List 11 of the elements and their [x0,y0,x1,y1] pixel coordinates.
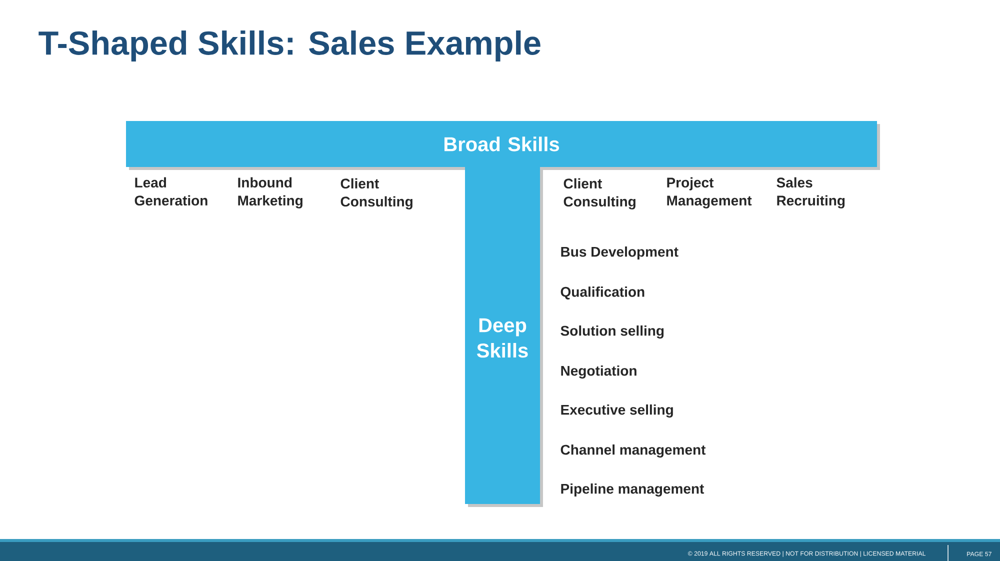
broad-skills-bar: Broad Skills [126,121,880,170]
skill-label: Executive selling [561,404,673,418]
skill-label: Channel management [560,444,706,458]
skill-label: Client Consulting [564,178,636,210]
skill-label: Solution selling [560,325,664,339]
skill-label: Bus Development [561,246,678,260]
skill-label: Pipeline management [561,483,704,497]
skill-label: Qualification [560,286,644,300]
deep-skills-bar: Deep Skills [465,167,543,507]
slide-title: T-Shaped Skills: Sales Example [38,30,540,62]
skill-label: Negotiation [561,365,636,379]
